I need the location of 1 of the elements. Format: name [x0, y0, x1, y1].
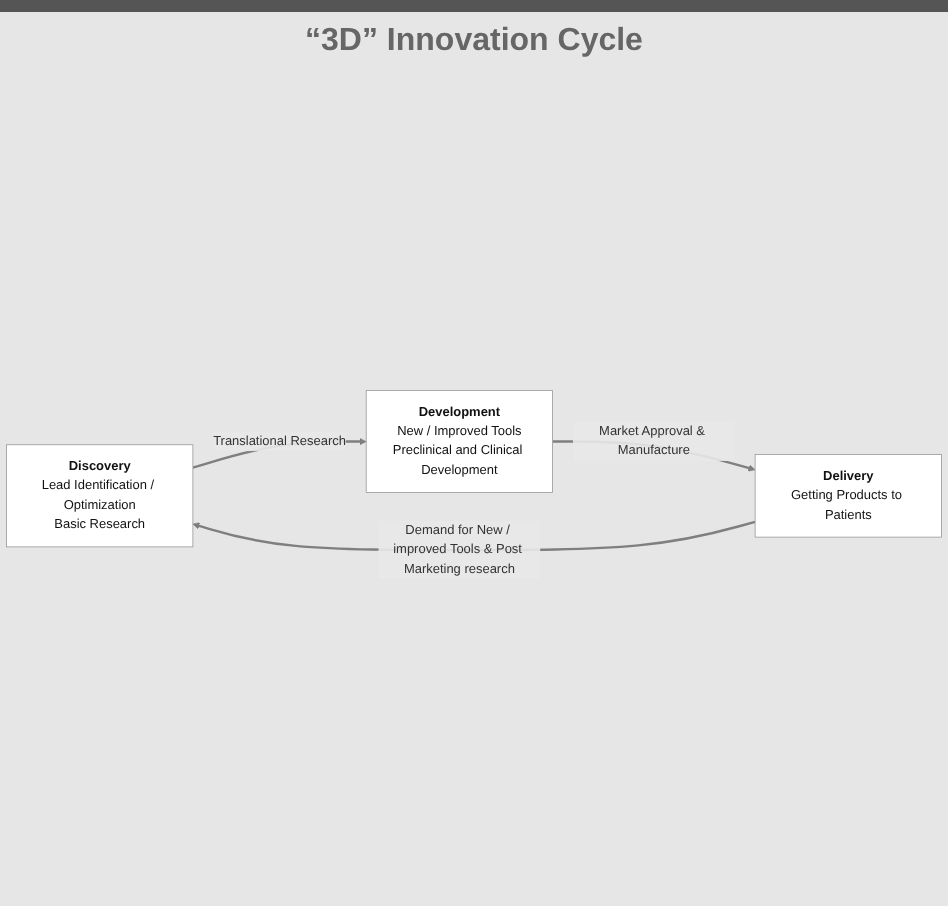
center-title: “3D” Innovation Cycle [305, 24, 643, 60]
